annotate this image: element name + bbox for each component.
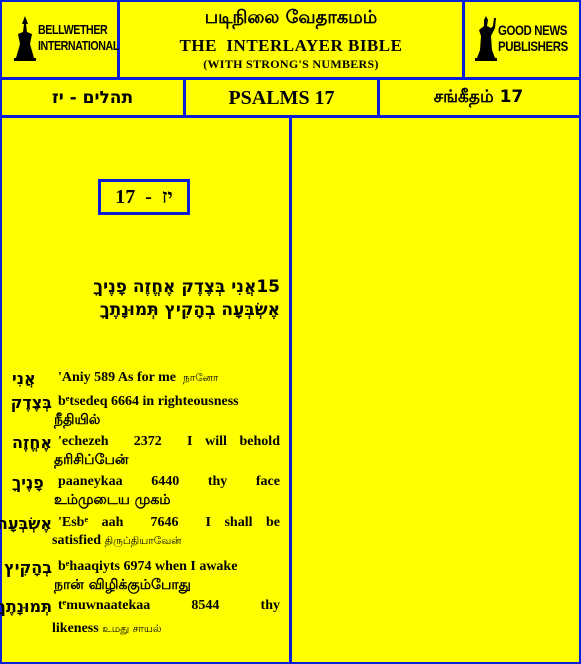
header-bottom-rule — [2, 77, 579, 80]
entry-text: 'Esbᵉ aah 7646 I shall be — [58, 515, 280, 530]
word-entry: תְּמוּנָתֶךָ tᵉmuwnaatekaa 8544 thy like… — [0, 597, 280, 641]
good-news-logo: GOOD NEWS PUBLISHERS — [474, 14, 581, 62]
subheader-divider-left — [183, 80, 186, 116]
entry-hebrew: פָנֶיךָ — [12, 473, 44, 492]
book-title-tamil: சங்கீதம் 17 — [433, 87, 524, 107]
book-title-english: PSALMS 17 — [228, 86, 335, 109]
bellwether-logo: BELLWETHER INTERNATIONAL — [12, 14, 137, 62]
chapter-label-box: יז - 17 — [98, 179, 190, 215]
entry-line: 'Aniy 589 As for me நானோ — [58, 370, 280, 386]
word-entry: אֶחֱזֶה 'echezeh 2372 I will behold தரிச… — [12, 433, 280, 471]
bell-figure-icon — [14, 16, 36, 61]
entry-hebrew: תְּמוּנָתֶךָ — [0, 597, 52, 616]
right-logo-line2: PUBLISHERS — [498, 38, 568, 54]
page-title: THE INTERLAYER BIBLE — [179, 36, 403, 55]
page-subtitle: (WITH STRONG'S NUMBERS) — [203, 57, 379, 71]
entry-english-cont: likeness — [52, 621, 99, 636]
entry-text: bᵉtsedeq 6664 in righteousness — [58, 394, 239, 409]
entry-text: bᵉhaaqiyts 6974 when I awake — [58, 559, 238, 574]
entry-tamil: நானோ — [182, 372, 219, 384]
book-title-hebrew: תהלים - יז — [51, 88, 134, 108]
entry-text: tᵉmuwnaatekaa 8544 thy — [58, 598, 280, 613]
entry-hebrew: בְהָקִיץ — [4, 558, 52, 577]
left-logo-line1: BELLWETHER — [38, 22, 108, 37]
entry-line: satisfied திருப்தியாவேன் — [52, 533, 280, 549]
word-entry: אֲנִי 'Aniy 589 As for me நானோ — [12, 369, 280, 391]
left-logo-line2: INTERNATIONAL — [38, 38, 119, 53]
column-divider — [289, 118, 292, 662]
word-entry: אֶשְׂבְּעָה 'Esbᵉ aah 7646 I shall be sa… — [0, 514, 280, 552]
subheader-bottom-rule — [2, 115, 579, 118]
entry-tamil: திருப்தியாவேன் — [104, 535, 182, 547]
entry-tamil: உம்முடைய முகம் — [54, 492, 171, 508]
header-divider-right — [462, 2, 465, 78]
entry-line: likeness உமது சாயல் — [52, 621, 280, 637]
chapter-label: יז - 17 — [115, 185, 173, 208]
hebrew-verse-line-1: 15אֲנִי בְּצֶדֶק אֶחֱזֶה פָנֶיךָ — [93, 277, 280, 297]
entry-text: 'echezeh 2372 I will behold — [58, 434, 280, 449]
entry-tamil: நீதியில் — [54, 412, 101, 428]
word-entry: בְּצֶדֶק bᵉtsedeq 6664 in righteousness … — [10, 393, 280, 431]
entry-text: paaneykaa 6440 thy face — [58, 474, 280, 489]
hebrew-verse-line-2: אֶשְׂבְּעָה בְהָקִיץ תְּמוּנָתֶךָ — [99, 300, 280, 320]
entry-hebrew: אֶשְׂבְּעָה — [0, 514, 52, 533]
title-tamil: படிநிலை வேதாகமம் — [204, 7, 378, 28]
word-entry: בְהָקִיץ bᵉhaaqiyts 6974 when I awake நா… — [4, 558, 280, 596]
entry-hebrew: אֲנִי — [12, 369, 36, 388]
word-entry: פָנֶיךָ paaneykaa 6440 thy face உம்முடைய… — [12, 473, 280, 511]
entry-hebrew: בְּצֶדֶק — [10, 393, 52, 412]
entry-text: 'Aniy 589 As for me — [58, 370, 176, 385]
header-divider-left — [117, 2, 120, 78]
statue-figure-icon — [475, 16, 497, 61]
subheader-divider-right — [377, 80, 380, 116]
right-logo-line1: GOOD NEWS — [498, 22, 568, 38]
entry-english-cont: satisfied — [52, 533, 101, 548]
entry-tamil: நான் விழிக்கும்போது — [54, 577, 191, 593]
entry-tamil: தரிசிப்பேன் — [54, 452, 129, 468]
entry-hebrew: אֶחֱזֶה — [11, 433, 52, 452]
entry-tamil: உமது சாயல் — [102, 623, 162, 635]
